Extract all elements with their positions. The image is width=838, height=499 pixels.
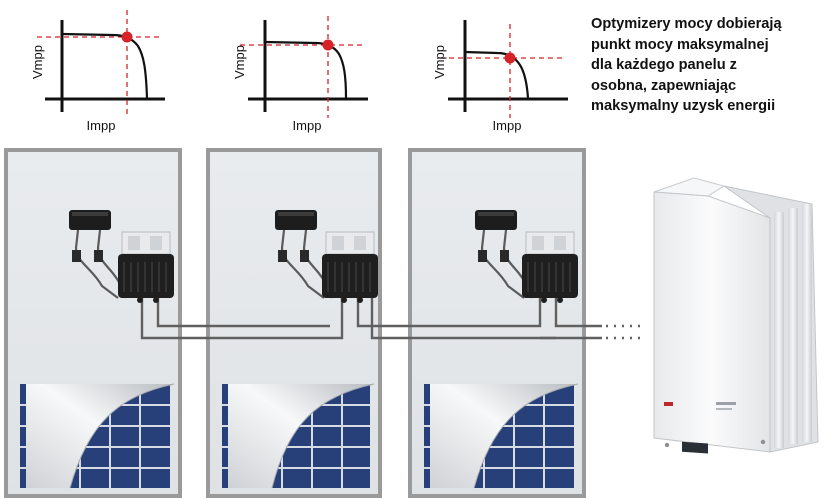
- inverter-icon: [653, 177, 819, 454]
- iv-curve: [264, 40, 348, 99]
- caption-line: maksymalny uzysk energii: [591, 98, 776, 114]
- caption-line: osobna, zapewniając: [591, 77, 737, 94]
- solar-panel-3: [408, 148, 586, 498]
- graph-2-xlabel: Impp: [293, 118, 322, 133]
- peeled-corner-icon: [228, 384, 374, 488]
- graph-3-ylabel: Vmpp: [432, 45, 447, 79]
- solar-panel-1: [4, 148, 182, 498]
- peeled-corner-icon: [430, 384, 578, 488]
- solar-panel-2: [206, 148, 382, 498]
- caption-line: Optymizery mocy dobierają: [591, 16, 782, 32]
- power-optimizer-icon: [522, 231, 578, 303]
- peeled-corner-icon: [26, 384, 174, 488]
- caption-line: dla każdego panelu z: [591, 57, 737, 73]
- mpp-point: [322, 39, 334, 51]
- inverter-body: [653, 191, 771, 453]
- iv-curve: [61, 32, 149, 99]
- optimizer-unit-3: [475, 210, 578, 303]
- iv-curve: [464, 50, 530, 99]
- inverter-display: [682, 441, 708, 454]
- inverter-logo: [664, 402, 673, 406]
- cable-continuation: [606, 324, 640, 340]
- iv-graph-1: Vmpp Impp: [30, 10, 165, 133]
- graph-1-xlabel: Impp: [87, 118, 116, 133]
- graph-1-ylabel: Vmpp: [30, 45, 45, 79]
- caption-line: punkt mocy maksymalnej: [591, 36, 769, 53]
- heat-sink-fins: [774, 204, 812, 448]
- optimizer-unit-1: [69, 210, 174, 303]
- graph-2-ylabel: Vmpp: [232, 45, 247, 79]
- inverter-label: [716, 402, 736, 405]
- mpp-point: [121, 31, 133, 43]
- string-cables: [140, 298, 602, 340]
- optimizer-unit-2: [275, 210, 378, 303]
- description-caption: Optymizery mocy dobierają punkt mocy mak…: [591, 14, 831, 117]
- iv-graph-2: Vmpp Impp: [232, 16, 368, 133]
- graph-3-xlabel: Impp: [493, 118, 522, 133]
- mpp-point: [504, 52, 516, 64]
- power-optimizer-icon: [118, 231, 174, 303]
- iv-graph-3: Vmpp Impp: [432, 20, 568, 133]
- power-optimizer-icon: [322, 231, 378, 303]
